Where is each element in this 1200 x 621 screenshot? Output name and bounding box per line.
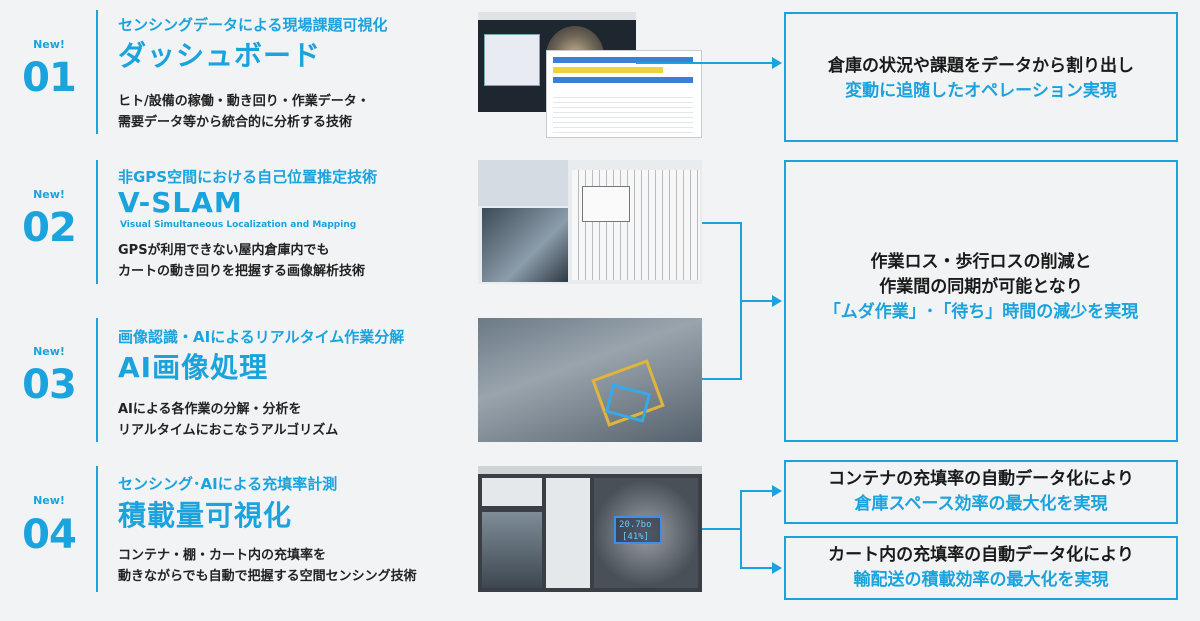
result-text: 作業ロス・歩行ロスの削減と 作業間の同期が可能となり 「ムダ作業」･「待ち」時間… (786, 250, 1176, 325)
new-badge-03: New! (33, 345, 65, 358)
row-desc-01: ヒト/設備の稼働・動き回り・作業データ・ 需要データ等から統合的に分析する技術 (118, 91, 370, 133)
arrow-right-icon (772, 57, 782, 69)
result-box-2: 作業ロス・歩行ロスの削減と 作業間の同期が可能となり 「ムダ作業」･「待ち」時間… (784, 160, 1178, 442)
desc-line: 動きながらでも自動で把握する空間センシング技術 (118, 569, 417, 584)
result-box-4: カート内の充填率の自動データ化により 輸配送の積載効率の最大化を実現 (784, 536, 1178, 600)
new-badge-04: New! (33, 494, 65, 507)
result-line: 作業ロス・歩行ロスの削減と (870, 252, 1092, 272)
result-text: 倉庫の状況や課題をデータから割り出し 変動に追随したオペレーション実現 (786, 54, 1176, 104)
desc-line: リアルタイムにおこなうアルゴリズム (118, 423, 339, 438)
row-desc-02: GPSが利用できない屋内倉庫内でも カートの動き回りを把握する画像解析技術 (118, 240, 365, 282)
result-line: カート内の充填率の自動データ化により (828, 545, 1134, 565)
row-title-02: V-SLAM (118, 186, 243, 219)
result-box-3: コンテナの充填率の自動データ化により 倉庫スペース効率の最大化を実現 (784, 460, 1178, 524)
camera-feed (482, 512, 542, 588)
row-title-01: ダッシュボード (118, 39, 322, 72)
row-subtitle-03: 画像認識・AIによるリアルタイム作業分解 (118, 328, 405, 346)
result-line: コンテナの充填率の自動データ化により (828, 469, 1134, 489)
report-bar (553, 57, 693, 63)
row-divider-01 (96, 10, 98, 134)
window-bar (478, 466, 702, 474)
connector-line-2 (702, 222, 742, 224)
connector-line-1 (636, 62, 772, 64)
result-line: 倉庫の状況や課題をデータから割り出し (828, 56, 1134, 76)
row-tagline-02: Visual Simultaneous Localization and Map… (120, 220, 357, 230)
report-bar (553, 67, 663, 73)
row-subtitle-01: センシングデータによる現場課題可視化 (118, 16, 388, 34)
map-area (582, 186, 630, 222)
row-divider-04 (96, 466, 98, 592)
fill-readout: 20.7bo (619, 520, 652, 530)
result-highlight: 「ムダ作業」･「待ち」時間の減少を実現 (823, 302, 1139, 322)
new-badge-02: New! (33, 188, 65, 201)
row-number-03: 03 (22, 362, 77, 408)
row-number-02: 02 (22, 205, 77, 251)
row-subtitle-02: 非GPS空間における自己位置推定技術 (118, 168, 378, 186)
dashboard-report-screenshot (546, 50, 702, 138)
result-highlight: 変動に追随したオペレーション実現 (845, 81, 1117, 101)
ai-processing-screenshot (478, 318, 702, 442)
row-subtitle-04: センシング･AIによる充填率計測 (118, 475, 338, 493)
row-title-04: 積載量可視化 (118, 499, 293, 532)
row-divider-02 (96, 160, 98, 284)
connector-split-4 (740, 490, 742, 568)
result-highlight: 輸配送の積載効率の最大化を実現 (853, 570, 1109, 590)
report-bar (553, 77, 693, 83)
connector-line-4 (702, 528, 742, 530)
arrow-right-icon (772, 295, 782, 307)
desc-line: GPSが利用できない屋内倉庫内でも (118, 243, 330, 258)
panel (482, 478, 542, 506)
fill-rate-box: 20.7bo [41%] (614, 516, 662, 544)
row-title-03: AI画像処理 (118, 351, 269, 384)
desc-line: ヒト/設備の稼働・動き回り・作業データ・ (118, 94, 370, 109)
fill-percent: [41%] (622, 532, 650, 542)
row-desc-04: コンテナ・棚・カート内の充填率を 動きながらでも自動で把握する空間センシング技術 (118, 545, 417, 587)
row-desc-03: AIによる各作業の分解・分析を リアルタイムにおこなうアルゴリズム (118, 399, 338, 441)
desc-line: コンテナ・棚・カート内の充填率を (118, 548, 327, 563)
row-number-01: 01 (22, 55, 77, 101)
vslam-screenshot (478, 160, 702, 284)
floor-map (484, 34, 540, 86)
desc-line: 需要データ等から統合的に分析する技術 (118, 115, 353, 130)
report-table (553, 93, 693, 133)
result-box-1: 倉庫の状況や課題をデータから割り出し 変動に追随したオペレーション実現 (784, 12, 1178, 142)
result-line: 作業間の同期が可能となり (879, 277, 1083, 297)
load-visualization-screenshot: 20.7bo [41%] (478, 466, 702, 592)
connector-branch-4b (740, 567, 772, 569)
row-number-04: 04 (22, 512, 77, 558)
browser-bar (478, 12, 636, 20)
connector-line-3 (702, 378, 742, 380)
arrow-right-icon (772, 485, 782, 497)
desc-line: カートの動き回りを把握する画像解析技術 (118, 264, 366, 279)
result-text: コンテナの充填率の自動データ化により 倉庫スペース効率の最大化を実現 (786, 467, 1176, 517)
desc-line: AIによる各作業の分解・分析を (118, 402, 302, 417)
result-text: カート内の充填率の自動データ化により 輸配送の積載効率の最大化を実現 (786, 543, 1176, 593)
connector-branch-4a (740, 490, 772, 492)
vslam-panel (478, 160, 568, 206)
connector-merge-23 (740, 300, 772, 302)
arrow-right-icon (772, 562, 782, 574)
result-highlight: 倉庫スペース効率の最大化を実現 (854, 494, 1108, 514)
row-divider-03 (96, 318, 98, 442)
new-badge-01: New! (33, 38, 65, 51)
panel (546, 478, 590, 588)
camera-feed (482, 208, 568, 282)
